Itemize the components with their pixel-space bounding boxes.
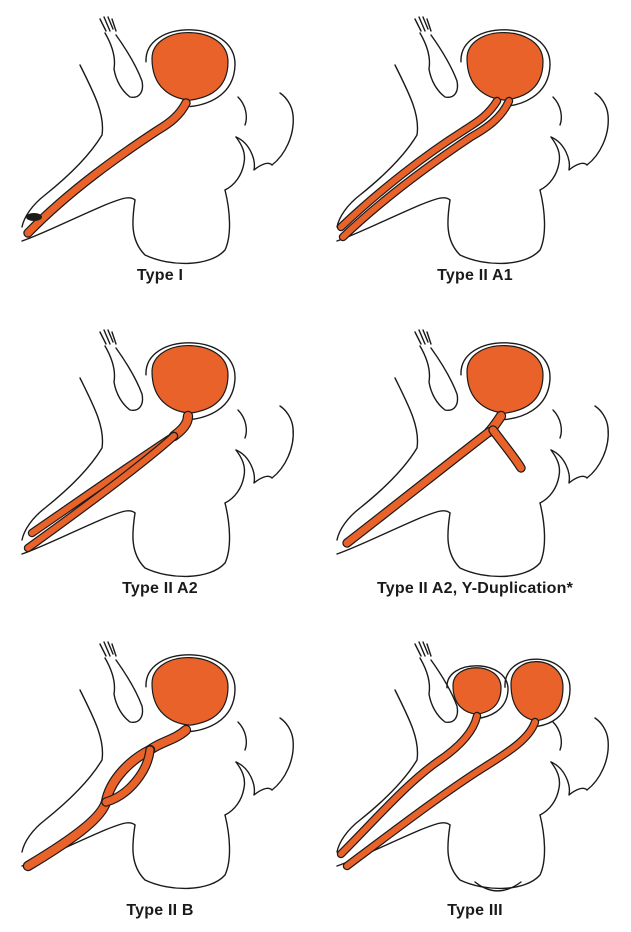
bladder-fill — [152, 33, 228, 101]
perineum-line — [540, 137, 560, 190]
caption-type-2a1: Type II A1 — [325, 267, 625, 285]
anus-line — [551, 137, 587, 170]
bladder-left — [447, 666, 508, 719]
cord-hatch — [100, 642, 116, 656]
buttock-line — [587, 93, 608, 165]
bladder — [146, 655, 235, 732]
bladder-fill — [467, 33, 543, 101]
rectum-line — [238, 722, 246, 750]
rectum-line — [238, 97, 246, 125]
bladder-fill — [152, 346, 228, 414]
abdominal-wall-line — [337, 690, 418, 852]
caption-type-1: Type I — [10, 267, 310, 285]
caption-type-2b: Type II B — [10, 902, 310, 920]
cord-hatch — [415, 642, 431, 656]
anus-line — [236, 137, 272, 170]
testis-cord-outline — [105, 33, 143, 97]
bladder — [461, 30, 550, 107]
diagram-type-1 — [10, 5, 310, 265]
testis-cord-outline — [420, 658, 458, 722]
scrotum-outline — [133, 503, 230, 576]
urethra-ventral — [28, 436, 174, 548]
testis-cord-outline — [420, 33, 458, 97]
bladder-fill — [511, 662, 563, 721]
caption-type-3: Type III — [325, 902, 625, 920]
meatus-mark — [26, 213, 42, 221]
scrotum-outline — [448, 503, 545, 576]
rectum-line — [553, 97, 561, 125]
bladder-fill — [152, 658, 228, 726]
bladder — [146, 30, 235, 107]
urethra-perineal — [493, 430, 521, 468]
buttock-line — [587, 718, 608, 790]
rectum-line — [553, 410, 561, 438]
panel-type-3: Type III — [325, 630, 625, 930]
caption-type-2a2-y: Type II A2, Y-Duplication* — [325, 580, 625, 598]
rectum-line — [238, 410, 246, 438]
panel-type-2a2: Type II A2 — [10, 318, 310, 618]
testis-cord-outline — [420, 346, 458, 410]
bladder-right — [505, 659, 570, 726]
urethra-main-edge — [28, 750, 150, 866]
perineum-line — [225, 762, 245, 815]
urethra-dorsal — [347, 432, 489, 543]
diagram-type-2a2-y — [325, 318, 625, 578]
perineum-line — [540, 762, 560, 815]
perineum-line — [225, 137, 245, 190]
rectum-line — [553, 722, 561, 750]
testis-cord-outline — [105, 346, 143, 410]
cord-hatch — [100, 330, 116, 344]
cord-hatch — [415, 330, 431, 344]
panel-type-2a1: Type II A1 — [325, 5, 625, 305]
perineum-arc — [475, 882, 521, 891]
urethra-right — [347, 722, 535, 866]
cord-hatch — [415, 17, 431, 31]
anus-line — [551, 450, 587, 483]
diagram-type-2a2 — [10, 318, 310, 578]
testis-cord-outline — [105, 658, 143, 722]
scrotum-outline — [133, 190, 230, 263]
panel-type-2a2-y: Type II A2, Y-Duplication* — [325, 318, 625, 618]
diagram-type-2b — [10, 630, 310, 900]
buttock-line — [272, 718, 293, 790]
scrotum-outline — [448, 815, 545, 888]
anus-line — [236, 450, 272, 483]
bladder — [146, 343, 235, 420]
bladder-fill — [467, 346, 543, 414]
diagram-type-2a1 — [325, 5, 625, 265]
bladder — [461, 343, 550, 420]
scrotum-outline — [133, 815, 230, 888]
scrotum-outline — [448, 190, 545, 263]
buttock-line — [272, 93, 293, 165]
bladder-fill — [453, 668, 501, 714]
buttock-line — [587, 406, 608, 478]
caption-type-2a2: Type II A2 — [10, 580, 310, 598]
anus-line — [236, 762, 272, 795]
buttock-line — [272, 406, 293, 478]
panel-type-1: Type I — [10, 5, 310, 305]
diagram-type-3 — [325, 630, 625, 900]
perineum-line — [225, 450, 245, 503]
cord-hatch — [100, 17, 116, 31]
anus-line — [551, 762, 587, 795]
perineum-line — [540, 450, 560, 503]
panel-type-2b: Type II B — [10, 630, 310, 930]
